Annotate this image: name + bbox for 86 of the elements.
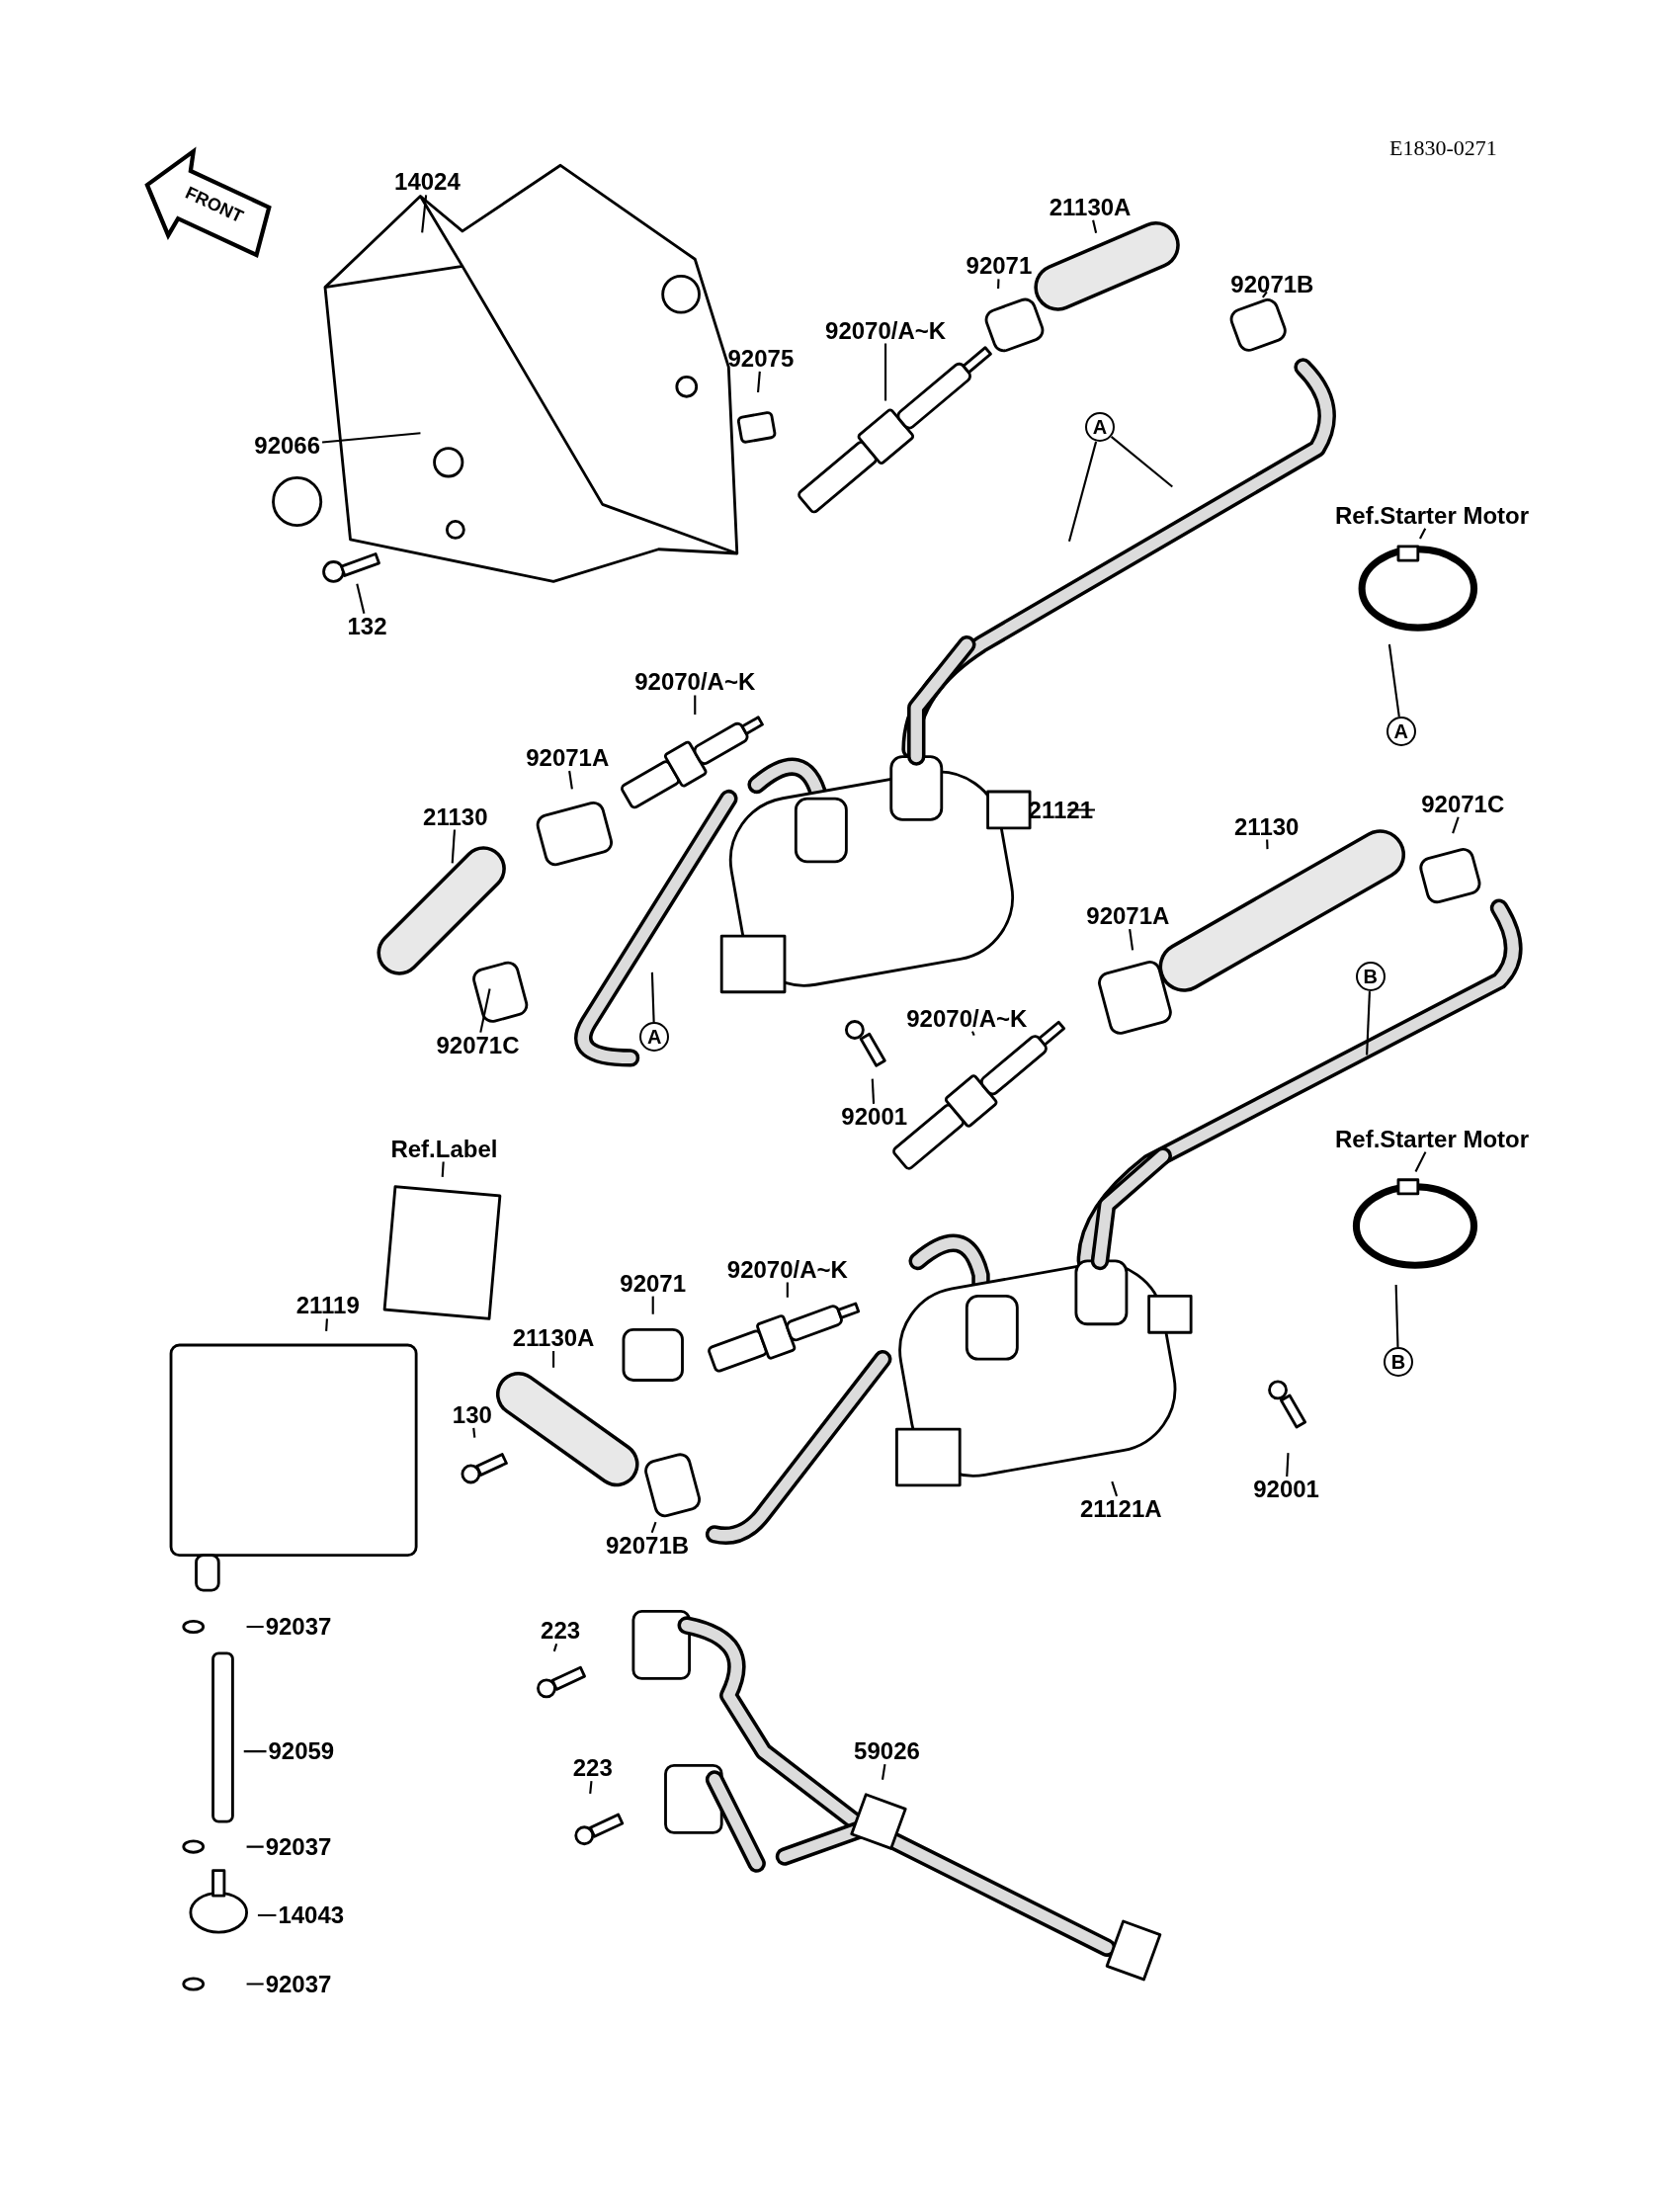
part-number: 21121A <box>1077 1496 1164 1522</box>
leader-line <box>871 1078 876 1104</box>
leader-line <box>325 1318 328 1331</box>
leader-line <box>997 279 1000 290</box>
circled-reference-letter: B <box>1355 962 1386 992</box>
leader-line <box>1111 1480 1119 1497</box>
part-number: 21130A <box>1047 194 1134 220</box>
leader-line <box>881 1764 886 1780</box>
leader-line <box>246 1845 264 1848</box>
part-number: 92066 <box>252 432 323 459</box>
leader-line <box>552 1643 558 1652</box>
part-number: 21119 <box>294 1293 362 1319</box>
part-number: 92070/A~K <box>904 1005 1030 1032</box>
part-number: 92071A <box>1084 903 1172 930</box>
leader-line <box>1286 1453 1290 1478</box>
leader-line <box>322 432 421 444</box>
part-number: 92001 <box>839 1104 910 1130</box>
part-number: 223 <box>570 1755 615 1782</box>
part-number: 92071B <box>604 1532 692 1559</box>
leader-line <box>650 1521 657 1534</box>
drawing-number: E1830-0271 <box>1388 136 1498 161</box>
leader-line <box>1366 991 1371 1056</box>
part-number: 92071C <box>434 1032 522 1058</box>
part-number: 223 <box>539 1618 583 1645</box>
part-number: 132 <box>345 613 389 639</box>
part-number: 92001 <box>1251 1477 1321 1503</box>
leader-line <box>1414 1151 1427 1173</box>
part-number: 92071 <box>964 253 1035 280</box>
part-number: 92070/A~K <box>632 669 758 696</box>
part-number: Ref.Label <box>388 1136 500 1162</box>
leader-line <box>246 1983 264 1986</box>
leader-line <box>451 829 457 864</box>
leader-line <box>1129 929 1134 951</box>
circled-reference-letter: A <box>639 1022 670 1053</box>
part-number: 92071B <box>1228 271 1316 297</box>
part-number: 21130 <box>1232 813 1302 840</box>
part-number: 21130 <box>421 803 490 830</box>
leader-line <box>1262 291 1268 298</box>
leader-line <box>1394 1285 1399 1348</box>
part-number: 92059 <box>266 1738 337 1765</box>
leader-line <box>757 371 761 393</box>
part-number: 14043 <box>276 1902 347 1929</box>
leader-line <box>243 1750 267 1753</box>
leader-line <box>257 1913 277 1917</box>
leader-line <box>1067 441 1098 543</box>
part-number: 130 <box>450 1402 494 1428</box>
leader-line <box>970 1031 975 1037</box>
part-number: 21121 <box>1026 797 1095 823</box>
part-number: 92075 <box>725 345 797 372</box>
leader-line <box>650 972 655 1023</box>
leader-line <box>1266 839 1269 850</box>
part-number: 21130A <box>510 1325 597 1352</box>
leader-line <box>1419 528 1427 540</box>
leader-line <box>479 988 491 1033</box>
leader-line <box>1110 436 1173 488</box>
part-number: 92071 <box>618 1270 689 1297</box>
part-number: Ref.Starter Motor <box>1333 1126 1532 1152</box>
leader-line <box>694 695 697 716</box>
leader-line <box>472 1427 476 1438</box>
part-number: 92071A <box>524 745 612 772</box>
leader-line <box>1067 808 1095 811</box>
leader-line <box>651 1296 654 1314</box>
leader-line <box>246 1625 264 1629</box>
part-number: 92037 <box>263 1614 334 1641</box>
circled-reference-letter: A <box>1085 412 1115 443</box>
leader-line <box>1387 643 1400 718</box>
leader-line <box>356 583 366 614</box>
leader-line <box>786 1282 789 1298</box>
part-number: 14024 <box>392 169 462 196</box>
leader-line <box>552 1350 555 1368</box>
part-number: 92070/A~K <box>724 1256 850 1283</box>
circled-reference-letter: A <box>1386 717 1416 747</box>
part-number: Ref.Starter Motor <box>1333 502 1532 529</box>
leader-line <box>568 770 573 790</box>
leader-line <box>441 1161 445 1177</box>
leader-line <box>421 195 428 233</box>
part-number: 92037 <box>263 1971 334 1997</box>
part-number: 92037 <box>263 1833 334 1860</box>
leader-line <box>589 1781 593 1794</box>
leader-line <box>1452 816 1460 834</box>
part-number: 59026 <box>852 1738 922 1765</box>
part-number: 92071C <box>1419 791 1507 817</box>
circled-reference-letter: B <box>1384 1347 1413 1378</box>
part-number: 92070/A~K <box>823 317 949 344</box>
leader-line <box>884 343 887 401</box>
leader-line <box>1092 219 1098 234</box>
